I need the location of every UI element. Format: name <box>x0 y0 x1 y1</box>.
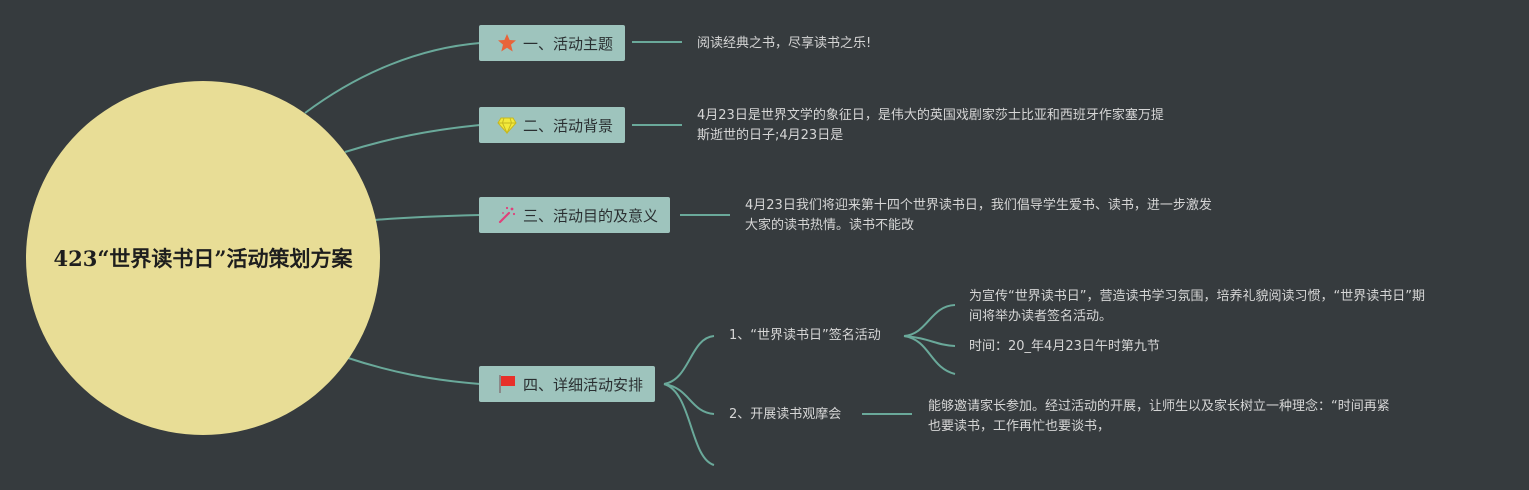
topic-1-note: 阅读经典之书，尽享读书之乐! <box>697 34 871 54</box>
topic-label: 二、活动背景 <box>523 116 614 135</box>
red-flag-icon <box>499 375 515 393</box>
topic-activity-purpose[interactable]: 三、活动目的及意义 <box>479 197 671 233</box>
topic-activity-theme[interactable]: 一、活动主题 <box>479 25 626 61</box>
connector-topic-4-sub-1 <box>663 335 715 385</box>
central-topic-title: 423“世界读书日”活动策划方案 <box>53 246 353 271</box>
connector-sub-1-item-3 <box>903 335 956 375</box>
diamond-icon <box>497 117 517 135</box>
note-line: 4月23日是世界文学的象征日，是伟大的英国戏剧家莎士比亚和西班牙作家塞万提 <box>697 108 1164 123</box>
note-line: 大家的读书热情。读书不能改 <box>745 218 915 233</box>
connector-topic-4-sub-3 <box>663 383 715 466</box>
note-line: 斯逝世的日子;4月23日是 <box>697 128 844 143</box>
topic-3-note: 4月23日我们将迎来第十四个世界读书日，我们倡导学生爱书、读书，进一步激发 大家… <box>745 196 1212 236</box>
note-line: 时间：20_年4月23日午时第九节 <box>969 339 1160 354</box>
topic-label: 一、活动主题 <box>523 34 614 53</box>
topic-2-note: 4月23日是世界文学的象征日，是伟大的英国戏剧家莎士比亚和西班牙作家塞万提 斯逝… <box>697 106 1164 146</box>
topic-detailed-schedule[interactable]: 四、详细活动安排 <box>479 366 656 402</box>
topic-activity-background[interactable]: 二、活动背景 <box>479 107 626 143</box>
note-line: 阅读经典之书，尽享读书之乐! <box>697 36 872 51</box>
note-line: 为宣传“世界读书日”，营造读书学习氛围，培养礼貌阅读习惯，“世界读书日”期 <box>969 289 1425 304</box>
note-line: 能够邀请家长参加。经过活动的开展，让师生以及家长树立一种理念：“时间再紧 <box>928 399 1390 414</box>
star-icon <box>498 34 516 52</box>
topic-label: 四、详细活动安排 <box>523 375 644 394</box>
note-line: 间将举办读者签名活动。 <box>969 309 1113 324</box>
connector-root-topic-4 <box>344 356 481 385</box>
subtopic-reading-session[interactable]: 2、开展读书观摩会 <box>729 407 842 422</box>
magic-wand-icon <box>498 206 516 224</box>
central-topic[interactable]: 423“世界读书日”活动策划方案 <box>26 81 380 435</box>
note-line: 4月23日我们将迎来第十四个世界读书日，我们倡导学生爱书、读书，进一步激发 <box>745 198 1212 213</box>
connector-root-topic-3 <box>374 214 481 221</box>
connector-sub-1-item-1 <box>903 304 956 337</box>
topic-label: 三、活动目的及意义 <box>523 206 659 225</box>
signature-activity-time: 时间：20_年4月23日午时第九节 <box>969 337 1160 357</box>
connector-topic-4-sub-2 <box>663 383 715 415</box>
connector-root-topic-2 <box>344 124 481 153</box>
connector-root-topic-1 <box>304 42 481 114</box>
subtopic-signature-activity[interactable]: 1、“世界读书日”签名活动 <box>729 328 881 343</box>
reading-session-description: 能够邀请家长参加。经过活动的开展，让师生以及家长树立一种理念：“时间再紧 也要读… <box>928 397 1390 437</box>
note-line: 也要读书，工作再忙也要谈书， <box>928 419 1111 434</box>
signature-activity-description: 为宣传“世界读书日”，营造读书学习氛围，培养礼貌阅读习惯，“世界读书日”期 间将… <box>969 287 1425 327</box>
